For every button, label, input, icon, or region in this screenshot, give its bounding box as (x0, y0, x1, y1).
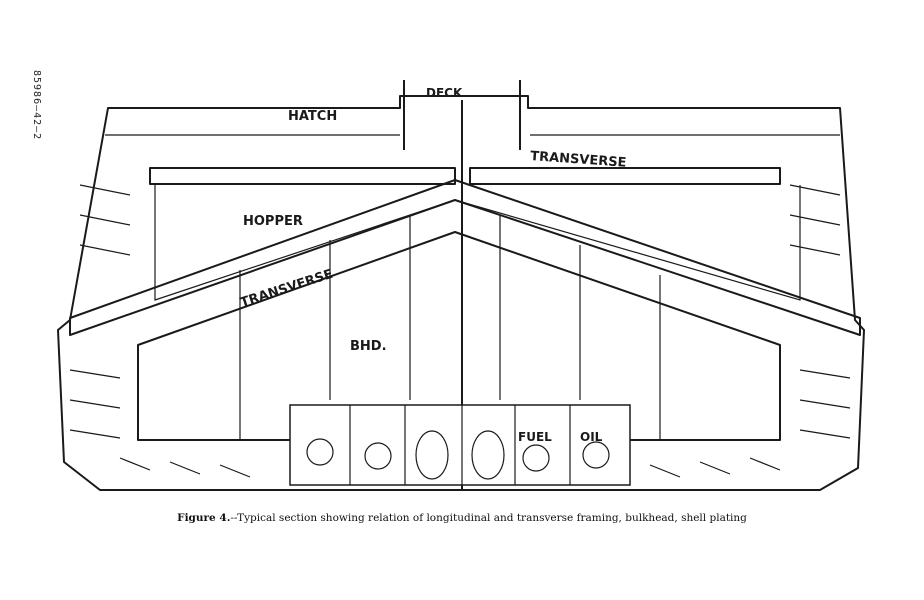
label-hatch: HATCH (288, 109, 337, 124)
caption-text: --Typical section showing relation of lo… (230, 512, 747, 524)
outer-hull (57, 95, 865, 491)
label-deck: DECK (426, 86, 463, 100)
tank-floors (349, 405, 571, 485)
label-bhd: BHD. (350, 339, 387, 354)
transverse-beam (69, 179, 861, 336)
lightening-holes (306, 430, 610, 480)
label-fuel: FUEL (518, 430, 552, 444)
margin-code: 85986—42—2 (31, 70, 42, 141)
label-hopper: HOPPER (243, 214, 303, 229)
bulkhead-stiffeners (239, 215, 661, 440)
figure-caption: Figure 4.--Typical section showing relat… (0, 512, 924, 524)
label-transverse-lower: TRANSVERSE (239, 267, 335, 311)
label-oil: OIL (580, 430, 603, 444)
frame-brackets (69, 184, 851, 478)
fuel-oil-tank (289, 404, 631, 486)
caption-figure-label: Figure 4. (177, 512, 231, 524)
inner-upper-opening (149, 167, 781, 185)
inner-bottom-opening (137, 231, 781, 441)
label-transverse-upper: TRANSVERSE (530, 149, 627, 171)
